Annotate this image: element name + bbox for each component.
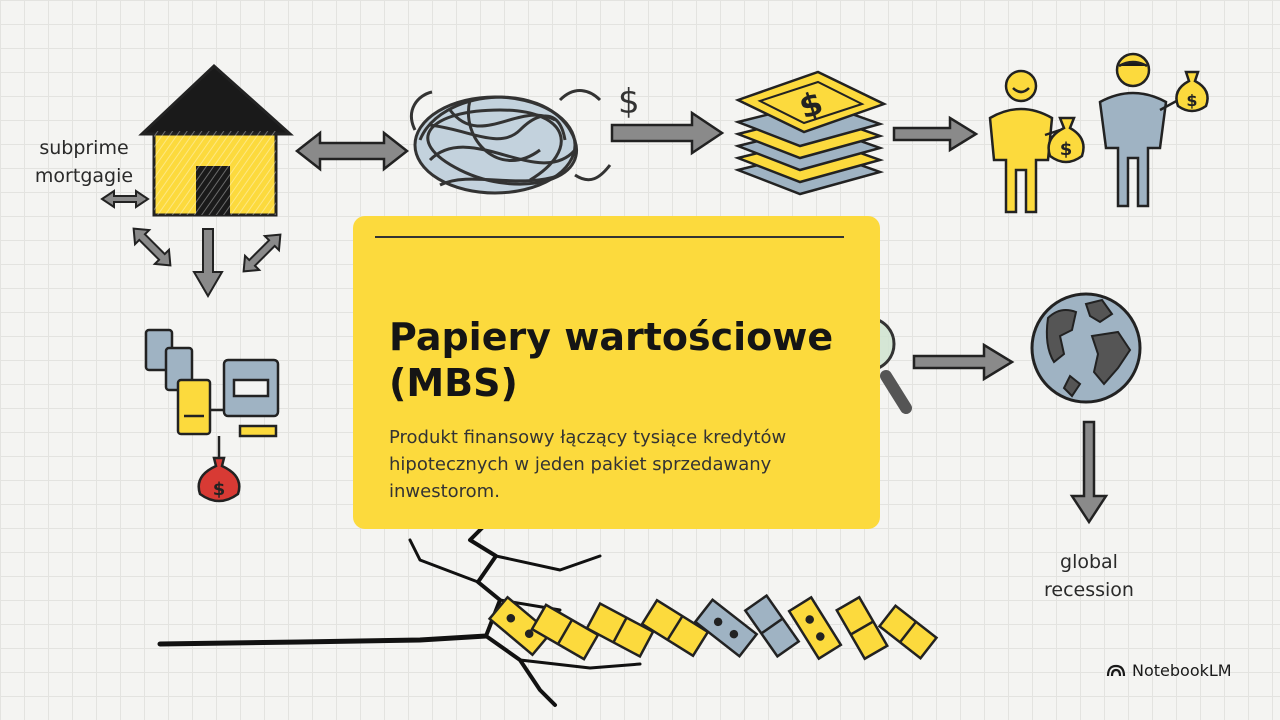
red-money-bag-icon: $ — [197, 436, 241, 503]
svg-text:$: $ — [1060, 139, 1073, 160]
svg-text:$: $ — [213, 479, 226, 500]
investor-yellow-icon — [988, 69, 1061, 214]
house-icon — [138, 63, 294, 217]
house-tangle-double-arrow — [294, 130, 410, 172]
loan-documents-icon — [144, 328, 280, 438]
mbs-definition-card: Papiery wartościowe (MBS) Produkt finans… — [353, 216, 880, 529]
notebooklm-logo-icon — [1106, 664, 1126, 677]
crack-lines — [157, 518, 642, 707]
tangle-stack-arrow — [610, 110, 725, 156]
svg-text:$: $ — [1186, 91, 1197, 110]
money-bag-icon: $ — [1175, 70, 1209, 113]
money-bag-icon: $ — [1047, 116, 1085, 164]
globe-down-arrow — [1069, 420, 1109, 525]
tangled-loans-icon — [409, 89, 612, 195]
card-globe-arrow — [912, 342, 1015, 382]
money-stack-icon: $ — [733, 70, 888, 196]
card-description: Produkt finansowy łączący tysiące kredyt… — [389, 427, 787, 502]
globe-icon — [1030, 292, 1142, 404]
global-recession-label: global recession — [1044, 551, 1134, 601]
stack-investors-arrow — [892, 115, 979, 153]
mortgage-double-arrow — [100, 189, 150, 209]
notebooklm-brand: NotebookLM — [1106, 658, 1232, 682]
card-title: Papiery wartościowe (MBS) — [389, 315, 834, 405]
brand-name: NotebookLM — [1132, 660, 1232, 680]
dollar-sign-text: $ — [618, 82, 640, 122]
card-divider — [375, 236, 844, 238]
falling-dominoes — [487, 593, 939, 661]
subprime-mortgage-label: subprime mortgagie — [34, 137, 134, 187]
house-down-arrows — [132, 227, 282, 298]
investor-blue-icon — [1098, 52, 1183, 208]
